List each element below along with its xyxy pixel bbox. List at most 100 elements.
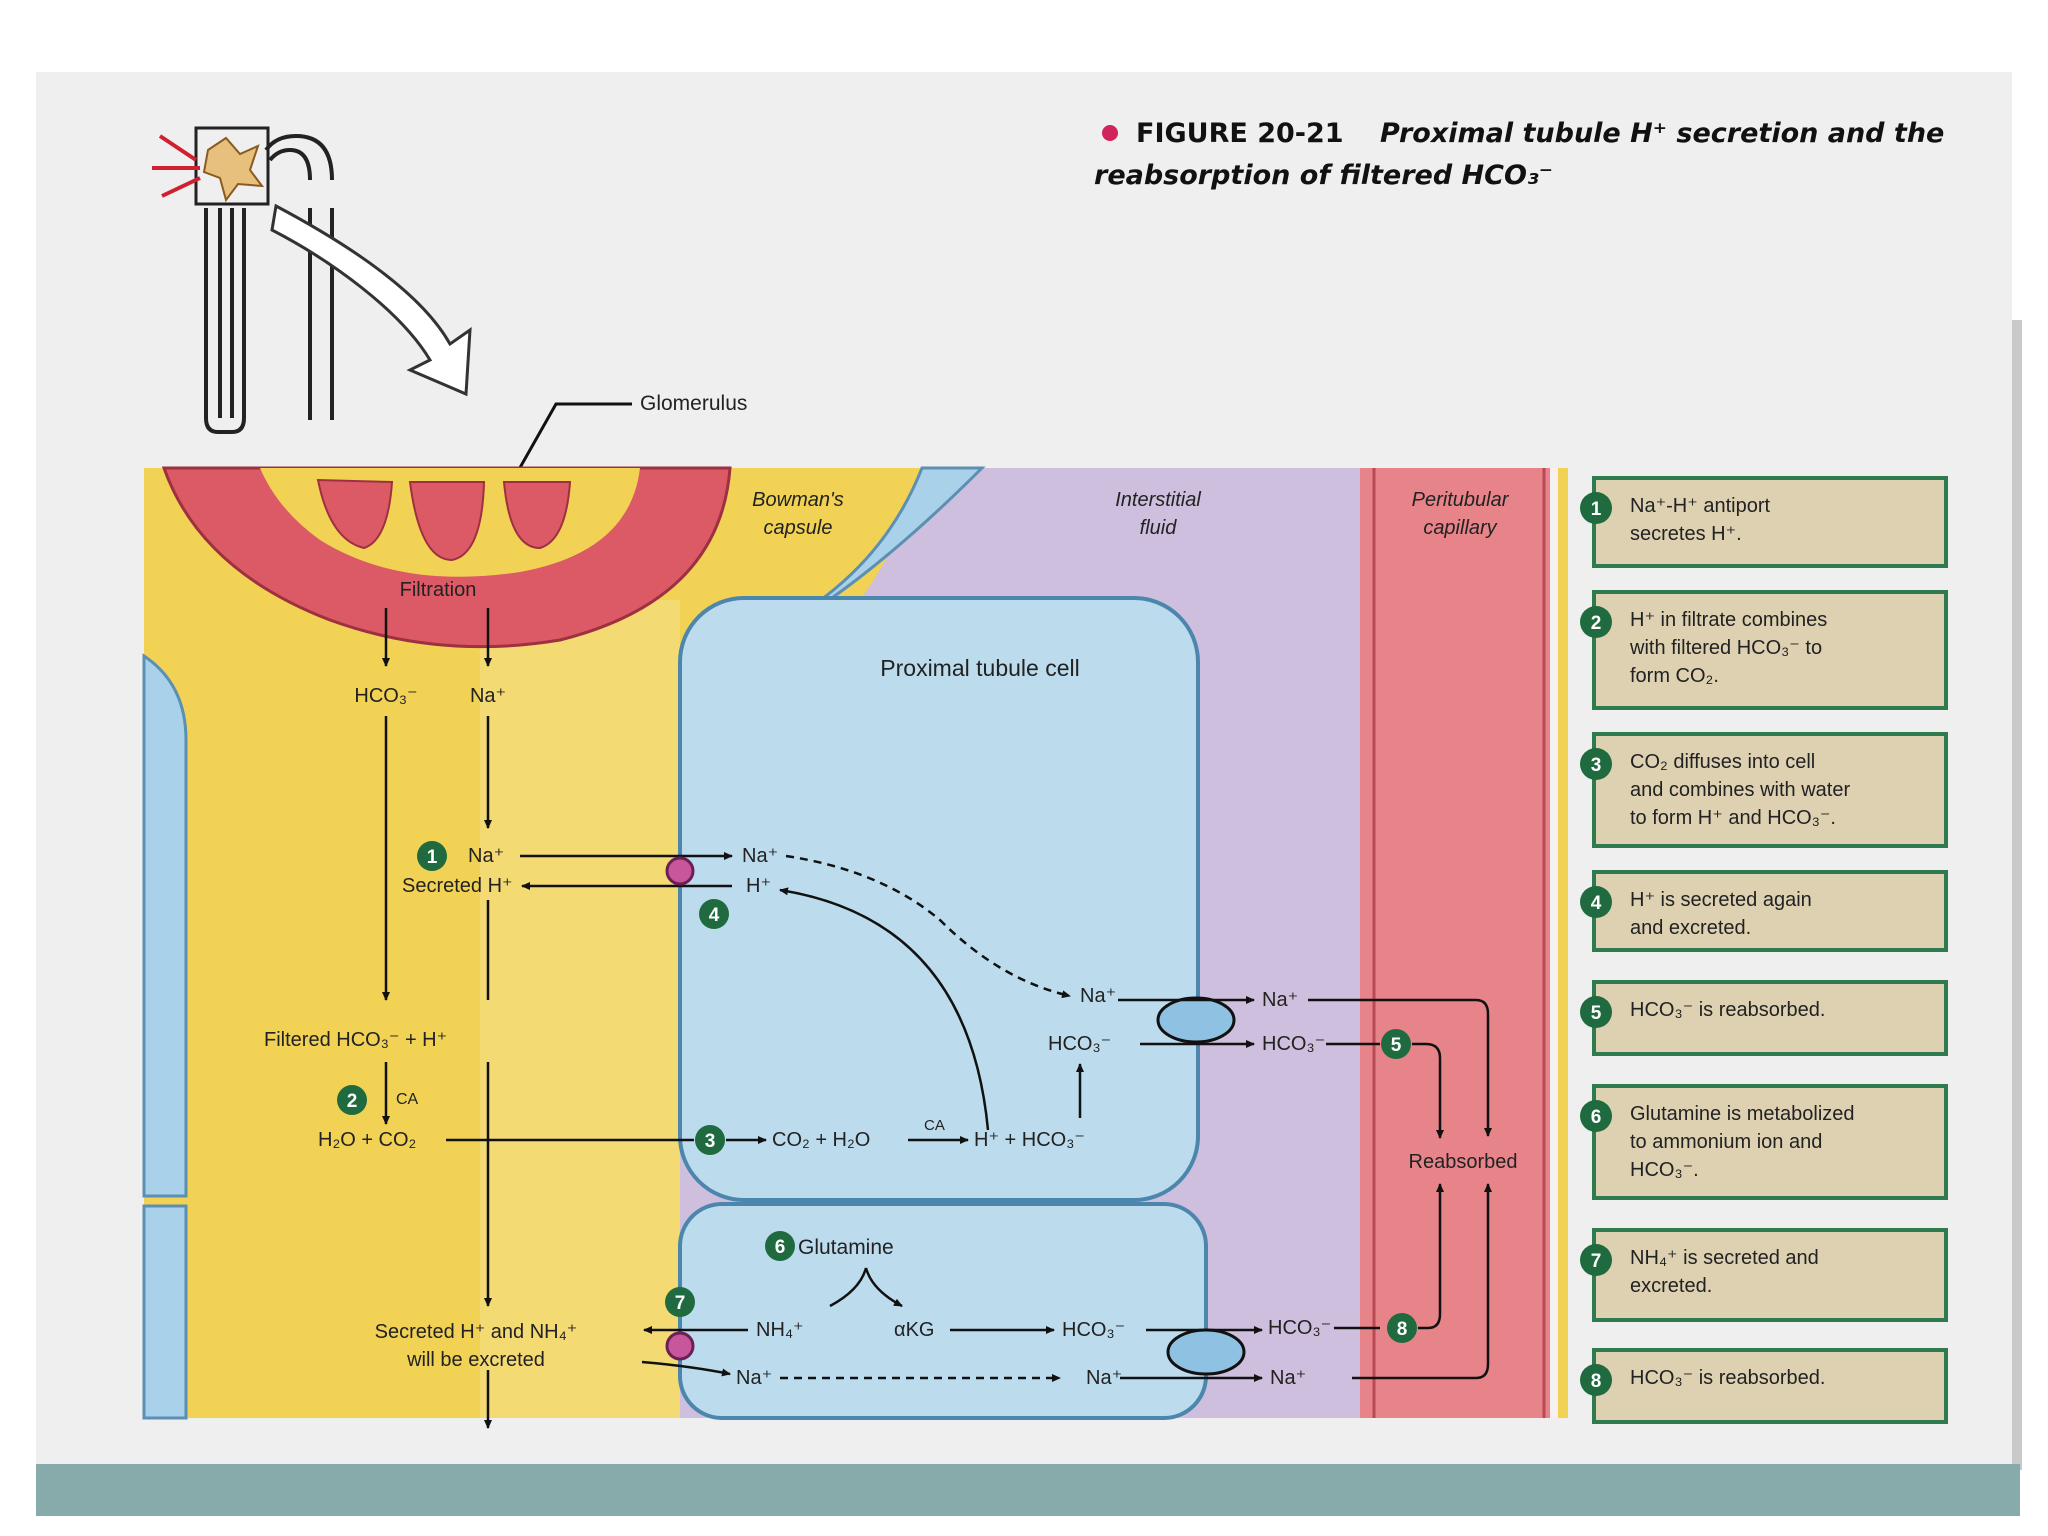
glutamine-split-arrows [829, 1267, 902, 1306]
slide-shadow-right [2012, 320, 2022, 1470]
ca-cell-label: CA [924, 1117, 945, 1134]
step-number: 5 [1591, 1003, 1602, 1024]
step-text-line3: HCO₃⁻. [1630, 1159, 1699, 1181]
left-cell-lower [142, 1204, 188, 1420]
figure-caption-line2: reabsorption of filtered HCO₃⁻ [1094, 160, 1553, 191]
step-text-line2: and excreted. [1630, 917, 1751, 939]
basolateral-cotransporter-upper [1156, 996, 1236, 1044]
left-cell-upper [142, 653, 188, 1198]
bowmans-label-2: capsule [764, 517, 833, 539]
step-text-line1: H⁺ in filtrate combines [1630, 609, 1827, 631]
hco3-lower-interstitial-label: HCO₃⁻ [1268, 1317, 1331, 1339]
na-low-basolateral-label: Na⁺ [1086, 1367, 1122, 1389]
glutamine-label: Glutamine [798, 1236, 894, 1259]
step-number: 4 [1591, 893, 1602, 914]
marker-3: 3 [695, 1125, 725, 1155]
h2o-co2-label: H₂O + CO₂ [318, 1129, 416, 1151]
step-text-line3: form CO₂. [1630, 665, 1719, 687]
na-cell-label: Na⁺ [742, 845, 778, 867]
peritubular-label-1: Peritubular [1412, 489, 1510, 511]
step-text-line1: NH₄⁺ is secreted and [1630, 1247, 1819, 1269]
hco3-interstitial-label: HCO₃⁻ [1262, 1033, 1325, 1055]
step-marker-2 [1580, 606, 1612, 638]
glomerulus-mini-icon [202, 136, 265, 203]
step-text-line3: to form H⁺ and HCO₃⁻. [1630, 807, 1836, 829]
co2-h2o-label: CO₂ + H₂O [772, 1129, 870, 1151]
akg-label: αKG [894, 1319, 934, 1341]
step-marker-6 [1580, 1100, 1612, 1132]
lumen-light-band [480, 600, 680, 1418]
excreted-label-2: will be excreted [406, 1349, 545, 1371]
step-text-line2: to ammonium ion and [1630, 1131, 1822, 1153]
marker-5: 5 [1381, 1029, 1411, 1059]
arteriole-mini-icon [152, 134, 201, 198]
step-number: 6 [1591, 1107, 1602, 1128]
na-h-antiporter [665, 856, 695, 886]
marker5-to-reabsorbed-line [1412, 1042, 1444, 1139]
step-marker-1 [1580, 492, 1612, 524]
cell-label: Proximal tubule cell [880, 655, 1079, 681]
step-box-7: 7 NH₄⁺ is secreted and excreted. [1580, 1228, 1948, 1322]
step-text-line1: CO₂ diffuses into cell [1630, 751, 1815, 773]
na-low-in-arrow [641, 1360, 731, 1377]
figure-number: FIGURE 20-21 [1136, 118, 1344, 149]
na-basolateral-label: Na⁺ [1080, 985, 1116, 1007]
step-number: 2 [1591, 613, 1602, 634]
marker-2: 2 [337, 1085, 367, 1115]
peritubular-capillary-region [1360, 468, 1558, 1418]
step-marker-4 [1580, 886, 1612, 918]
step-marker-5 [1580, 996, 1612, 1028]
filtration-label: Filtration [400, 579, 477, 601]
na-lumen-step1-label: Na⁺ [468, 845, 504, 867]
step-text-line1: HCO₃⁻ is reabsorbed. [1630, 999, 1825, 1021]
capillary-loop-3 [502, 481, 572, 550]
marker-4: 4 [699, 899, 729, 929]
step-marker-3 [1580, 748, 1612, 780]
step-text-line1: H⁺ is secreted again [1630, 889, 1812, 911]
zoom-arrow-icon [270, 203, 472, 397]
h-hco3-label: H⁺ + HCO₃⁻ [974, 1129, 1085, 1151]
proximal-tubule-cell-upper [678, 596, 1200, 1202]
hco3-basolateral-label: HCO₃⁻ [1048, 1033, 1111, 1055]
capillary-inner-edge [1372, 468, 1546, 1418]
low-to-reabsorbed-line-1 [1418, 1183, 1444, 1330]
ca-lumen-label: CA [396, 1091, 419, 1108]
step-text-line1: Na⁺-H⁺ antiport [1630, 495, 1770, 517]
marker-1: 1 [417, 841, 447, 871]
step-text-line2: excreted. [1630, 1275, 1712, 1297]
capillary-loop-2 [408, 481, 486, 562]
marker-7: 7 [665, 1287, 695, 1317]
svg-text:5: 5 [1391, 1035, 1402, 1056]
step-text-line2: and combines with water [1630, 779, 1850, 801]
footer-band [36, 1464, 2020, 1516]
step-box-2: 2 H⁺ in filtrate combines with filtered HC… [1580, 590, 1948, 710]
step-text-line2: with filtered HCO₃⁻ to [1629, 637, 1822, 659]
svg-text:4: 4 [709, 905, 720, 926]
step-number: 7 [1591, 1251, 1602, 1272]
interstitial-label-2: fluid [1140, 517, 1178, 539]
step-text-line2: secretes H⁺. [1630, 523, 1742, 545]
peritubular-label-2: capillary [1423, 517, 1497, 539]
svg-text:7: 7 [675, 1293, 686, 1314]
step-text-line1: HCO₃⁻ is reabsorbed. [1630, 1367, 1825, 1389]
step-text-line1: Glutamine is metabolized [1630, 1103, 1855, 1125]
title-bullet [1102, 125, 1118, 141]
svg-text:2: 2 [347, 1091, 358, 1112]
svg-text:3: 3 [705, 1131, 716, 1152]
step-number: 8 [1591, 1371, 1602, 1392]
svg-text:6: 6 [775, 1237, 786, 1258]
na-to-capillary-line [1308, 998, 1492, 1137]
na-low-interstitial-label: Na⁺ [1270, 1367, 1306, 1389]
step-box-5: 5 HCO₃⁻ is reabsorbed. [1580, 980, 1948, 1056]
capillary-loop-1 [316, 478, 394, 550]
na-interstitial-label: Na⁺ [1262, 989, 1298, 1011]
marker-8: 8 [1387, 1313, 1417, 1343]
svg-text:8: 8 [1397, 1319, 1408, 1340]
na-low-lumen-label: Na⁺ [736, 1367, 772, 1389]
secreted-h-label: Secreted H⁺ [402, 875, 513, 897]
bowmans-label-1: Bowman's [752, 489, 844, 511]
basolateral-cotransporter-lower [1166, 1328, 1246, 1376]
